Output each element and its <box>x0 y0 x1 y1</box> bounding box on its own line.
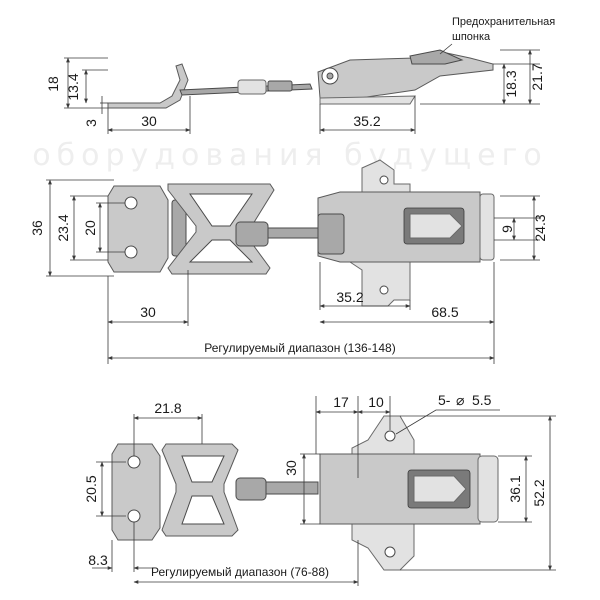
dim-top-68-5: 68.5 <box>431 304 458 320</box>
top-view: 36 23.4 20 30 35.2 68.5 Регулируемый диа… <box>29 159 548 364</box>
side-hook <box>107 63 189 109</box>
diameter-icon: ⌀ <box>456 392 464 408</box>
side-lever <box>317 51 494 99</box>
dim-side-13-4: 13.4 <box>65 73 81 100</box>
bottom-lever-end <box>477 455 499 523</box>
safety-key-label-2: шпонка <box>452 31 491 43</box>
watermark-text: оборудования будущего <box>32 138 547 173</box>
holes-leader <box>395 409 500 435</box>
top-loop <box>167 183 275 275</box>
bottom-loop-inner <box>181 455 225 483</box>
side-base <box>319 95 416 105</box>
top-range-label: Регулируемый диапазон (136-148) <box>204 341 395 355</box>
side-safety-key <box>409 49 464 65</box>
dim-top-23-4: 23.4 <box>55 214 71 241</box>
dim-top-24-3: 24.3 <box>532 214 548 241</box>
bottom-slot-key <box>413 475 467 503</box>
dim-bottom-30: 30 <box>283 460 299 476</box>
dim-bottom-holes-count: 5- <box>438 392 451 408</box>
top-mount-hole-1 <box>124 196 138 210</box>
dim-side-21-7: 21.7 <box>529 63 545 90</box>
top-rod <box>267 227 321 239</box>
bottom-mount-hole-2 <box>127 509 141 523</box>
dim-bottom-20-5: 20.5 <box>83 475 99 502</box>
top-pivot-block <box>317 213 345 255</box>
top-nut <box>235 221 269 247</box>
dim-side-18: 18 <box>45 76 61 92</box>
dim-top-36: 36 <box>29 220 45 236</box>
top-base-hole-2 <box>379 285 389 295</box>
top-mount-plate <box>107 185 169 273</box>
bottom-range-label: Регулируемый диапазон (76-88) <box>151 565 329 579</box>
dim-bottom-8-3: 8.3 <box>88 552 108 568</box>
dim-side-30: 30 <box>141 113 157 129</box>
safety-key-leader <box>439 43 453 55</box>
top-loop-inner <box>189 193 253 227</box>
safety-key-label-1: Предохранительная <box>452 16 555 28</box>
side-view: Предохранительная шпонка 18 13.4 3 30 35… <box>45 16 555 134</box>
dim-bottom-52-2: 52.2 <box>531 479 547 506</box>
bottom-rod <box>265 481 319 495</box>
side-pivot-center <box>326 72 334 80</box>
dim-top-20: 20 <box>82 220 98 236</box>
bottom-nut <box>235 477 267 501</box>
dim-top-30: 30 <box>140 304 156 320</box>
side-spring <box>237 79 267 95</box>
dim-top-9: 9 <box>499 225 515 233</box>
top-loop-inner-2 <box>188 239 254 263</box>
bottom-base-hole-2 <box>384 546 396 558</box>
dim-bottom-36-1: 36.1 <box>507 475 523 502</box>
bottom-base-hole-1 <box>384 430 396 442</box>
side-nut <box>267 80 293 92</box>
top-base-hole-1 <box>379 175 389 185</box>
top-slot-key <box>409 213 463 239</box>
top-lever-end <box>479 193 495 261</box>
bottom-view: 21.8 17 10 5- ⌀ 5.5 30 20.5 8.3 Регули <box>83 392 556 586</box>
bottom-mount-hole-1 <box>127 455 141 469</box>
dim-side-35-2: 35.2 <box>353 113 380 129</box>
dim-bottom-hole-dia: 5.5 <box>472 392 492 408</box>
dim-side-3: 3 <box>83 119 99 127</box>
dim-bottom-17: 17 <box>333 394 349 410</box>
top-mount-hole-2 <box>124 245 138 259</box>
bottom-loop-inner-2 <box>181 495 225 525</box>
dim-bottom-10: 10 <box>368 394 384 410</box>
dim-top-35-2: 35.2 <box>336 289 363 305</box>
dim-bottom-21-8: 21.8 <box>154 400 181 416</box>
dim-side-18-3: 18.3 <box>503 70 519 97</box>
